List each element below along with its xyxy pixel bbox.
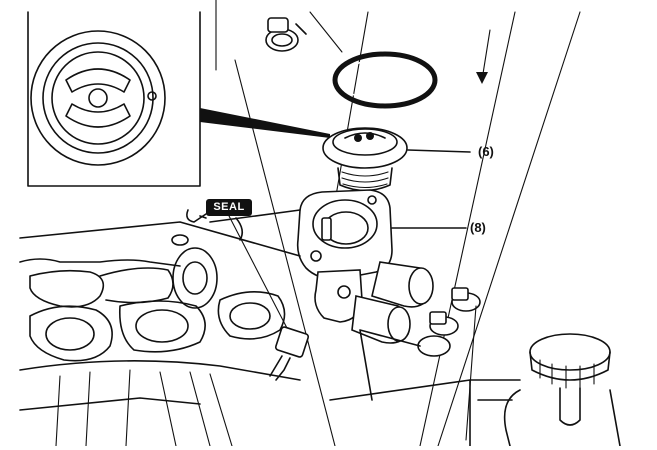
callout-label-thermostat-housing: (8) — [470, 220, 486, 235]
radiator-cap — [469, 333, 621, 447]
engine-cylinder-head — [19, 221, 301, 447]
hose-clamps-lower — [417, 287, 481, 441]
frame-lines — [209, 209, 471, 447]
callout-label-thermostat: (6) — [478, 144, 494, 159]
seal-tag: SEAL — [206, 199, 252, 216]
thermostat-housing — [296, 189, 467, 323]
thermostat — [322, 127, 471, 192]
temperature-sensor — [186, 209, 310, 381]
hose-outlets — [351, 261, 434, 344]
inset-leader-wedge — [200, 108, 330, 138]
o-ring — [332, 51, 438, 109]
detail-inset — [27, 11, 201, 187]
hose-clamp-top — [265, 11, 343, 53]
assembly-guide-lines — [215, 0, 581, 447]
